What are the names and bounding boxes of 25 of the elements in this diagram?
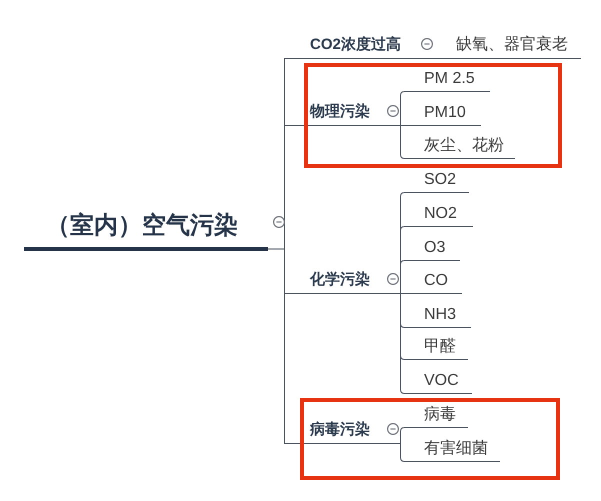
subtopic: PM10	[404, 101, 481, 126]
branch-line	[384, 443, 405, 462]
subtopic: CO	[404, 269, 462, 294]
branch-topic: 物理污染	[308, 98, 384, 126]
subtopic: O3	[404, 236, 460, 261]
subtopic: VOC	[404, 369, 472, 394]
branch-line	[268, 248, 308, 444]
highlight-frame	[304, 63, 562, 168]
branch-topic: 化学污染	[308, 266, 384, 294]
highlight-frame	[300, 398, 560, 480]
subtopic: 甲醛	[404, 335, 468, 360]
branch-line	[384, 293, 405, 394]
subtopic: 缺氧、器官衰老	[440, 31, 581, 59]
branch-line	[384, 125, 405, 159]
central-topic: （室内）空气污染	[24, 205, 268, 251]
subtopic: 病毒	[404, 403, 468, 428]
branch-topic: CO2浓度过高	[308, 31, 418, 59]
subtopic: 有害细菌	[404, 437, 500, 462]
subtopic: 灰尘、花粉	[404, 134, 515, 159]
branch-topic: 病毒污染	[308, 416, 384, 444]
subtopic: NO2	[404, 202, 473, 227]
subtopic: SO2	[404, 168, 469, 193]
subtopic: PM 2.5	[404, 67, 490, 92]
subtopic: NH3	[404, 303, 471, 328]
branch-line	[418, 58, 440, 59]
